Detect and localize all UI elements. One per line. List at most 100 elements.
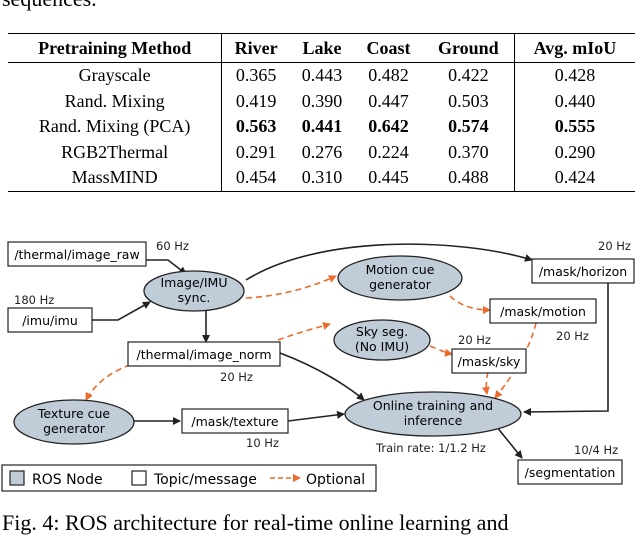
node-label: inference (404, 413, 463, 428)
header-ground: Ground (422, 33, 515, 63)
edge-imu-to-sync (92, 301, 151, 321)
node-label: generator (43, 421, 106, 436)
rate-labels: 60 Hz 180 Hz 20 Hz 20 Hz 20 Hz 20 Hz 10 … (14, 239, 631, 457)
table-cell-value: 0.488 (422, 165, 515, 191)
edge-online-to-segmentation (495, 425, 523, 459)
legend-topic-label: Topic/message (153, 472, 257, 488)
rate-imu: 180 Hz (14, 293, 54, 307)
topic-box (451, 348, 527, 374)
topic-box (127, 341, 281, 367)
topic-label: /mask/sky (458, 354, 521, 369)
node-image-imu-sync: Image/IMU sync. (143, 270, 245, 312)
node-label: Online training and (373, 398, 493, 413)
table-cell-value: 0.390 (301, 90, 343, 111)
node-online-training-inference: Online training and inference (344, 391, 522, 437)
topic-imu: /imu/imu (7, 307, 93, 333)
table-cell-value: 0.454 (235, 167, 277, 187)
edge-horizon-to-online (523, 271, 609, 416)
node-shape (143, 270, 245, 312)
topic-mask-sky: /mask/sky (451, 348, 527, 374)
topic-box (7, 241, 147, 267)
node-label: Sky seg. (356, 324, 408, 339)
table-cell-method: Rand. Mixing (PCA) (8, 114, 223, 140)
edge-sky-topic-to-online-optional (481, 371, 490, 395)
table-cell-value: 0.276 (301, 141, 343, 162)
topic-label: /mask/motion (500, 304, 586, 319)
topic-box (7, 307, 93, 333)
node-shape (13, 399, 135, 445)
results-table: Pretraining Method River Lake Coast Grou… (8, 33, 635, 192)
table-cell-value: 0.291 (235, 141, 277, 162)
node-texture-cue-generator: Texture cue generator (13, 399, 135, 445)
table-cell-value: 0.555 (554, 116, 596, 136)
edge-sky-to-topic-optional (429, 345, 453, 357)
edge-sync-to-horizon (245, 243, 533, 281)
legend-topic-swatch (131, 470, 147, 486)
node-label: generator (369, 277, 432, 292)
table-cell-value: 0.503 (422, 88, 515, 114)
node-label: Image/IMU (161, 275, 228, 290)
rate-sky: 20 Hz (458, 333, 491, 347)
edge-norm-to-sky-optional (277, 322, 331, 341)
topic-segmentation: /segmentation (517, 459, 623, 485)
table-cell-value: 0.310 (301, 167, 343, 187)
table-cell-value: 0.563 (235, 116, 277, 136)
topic-label: /thermal/image_norm (136, 347, 271, 362)
table-cell-value: 0.440 (554, 90, 596, 111)
node-label: Motion cue (366, 262, 435, 277)
topic-mask-motion: /mask/motion (489, 298, 597, 324)
topic-label: /thermal/image_raw (14, 247, 139, 262)
rate-image-raw: 60 Hz (156, 239, 189, 253)
legend-optional-label: Optional (306, 472, 365, 488)
table-cell-value: 0.370 (422, 139, 515, 165)
topic-mask-horizon: /mask/horizon (531, 258, 635, 284)
rate-texture: 10 Hz (246, 436, 279, 450)
topic-label: /segmentation (525, 465, 616, 480)
header-river: River (234, 38, 278, 58)
table-cell-method: Grayscale (8, 62, 223, 89)
node-motion-cue-generator: Motion cue generator (337, 255, 463, 301)
topic-box (181, 408, 289, 434)
edge-norm-to-texture-optional (85, 361, 141, 401)
node-shape (337, 255, 463, 301)
table-cell-value: 0.428 (554, 65, 596, 85)
topic-box (517, 459, 623, 485)
topic-thermal-image-norm: /thermal/image_norm (127, 341, 281, 367)
edge-motion-to-topic-optional (449, 295, 491, 314)
topic-label: /mask/horizon (539, 264, 627, 279)
topic-label: /mask/texture (191, 414, 278, 429)
section-caption-fragment: sequences. (2, 0, 97, 14)
rate-image-norm: 20 Hz (220, 370, 253, 384)
table-cell-value: 0.642 (368, 116, 409, 136)
diagram-legend: ROS Node Topic/message Optional (1, 464, 377, 492)
legend-node-label: ROS Node (32, 472, 103, 488)
figure-caption: Fig. 4: ROS architecture for real-time o… (2, 510, 509, 535)
header-method: Pretraining Method (8, 33, 223, 63)
topic-box (531, 258, 635, 284)
node-label: (No IMU) (355, 339, 409, 354)
table-row: Rand. Mixing (PCA) 0.563 0.441 0.642 0.574 0.… (8, 114, 635, 140)
header-avg-miou: Avg. mIoU (533, 38, 617, 58)
node-shape (344, 391, 522, 437)
table-cell-value: 0.482 (368, 65, 409, 85)
edge-norm-to-online (279, 352, 365, 401)
node-label: sync. (178, 290, 211, 305)
edge-texture-topic-to-online (287, 410, 345, 422)
edge-sync-to-motion-optional (245, 275, 337, 299)
table-header-row: Pretraining Method River Lake Coast Grou… (8, 33, 635, 63)
table-cell-value: 0.574 (422, 114, 515, 140)
table-cell-value: 0.290 (554, 141, 596, 162)
rate-horizon: 20 Hz (598, 239, 631, 253)
legend-node-swatch (9, 470, 25, 486)
node-sky-segmentation: Sky seg. (No IMU) (333, 319, 431, 361)
table-cell-value: 0.445 (368, 167, 409, 187)
node-shape (333, 319, 431, 361)
table-cell-value: 0.224 (368, 141, 409, 162)
table-cell-value: 0.424 (554, 167, 596, 187)
table-cell-value: 0.441 (301, 116, 343, 136)
table-cell-value: 0.422 (422, 62, 515, 89)
table-cell-value: 0.447 (368, 90, 409, 111)
